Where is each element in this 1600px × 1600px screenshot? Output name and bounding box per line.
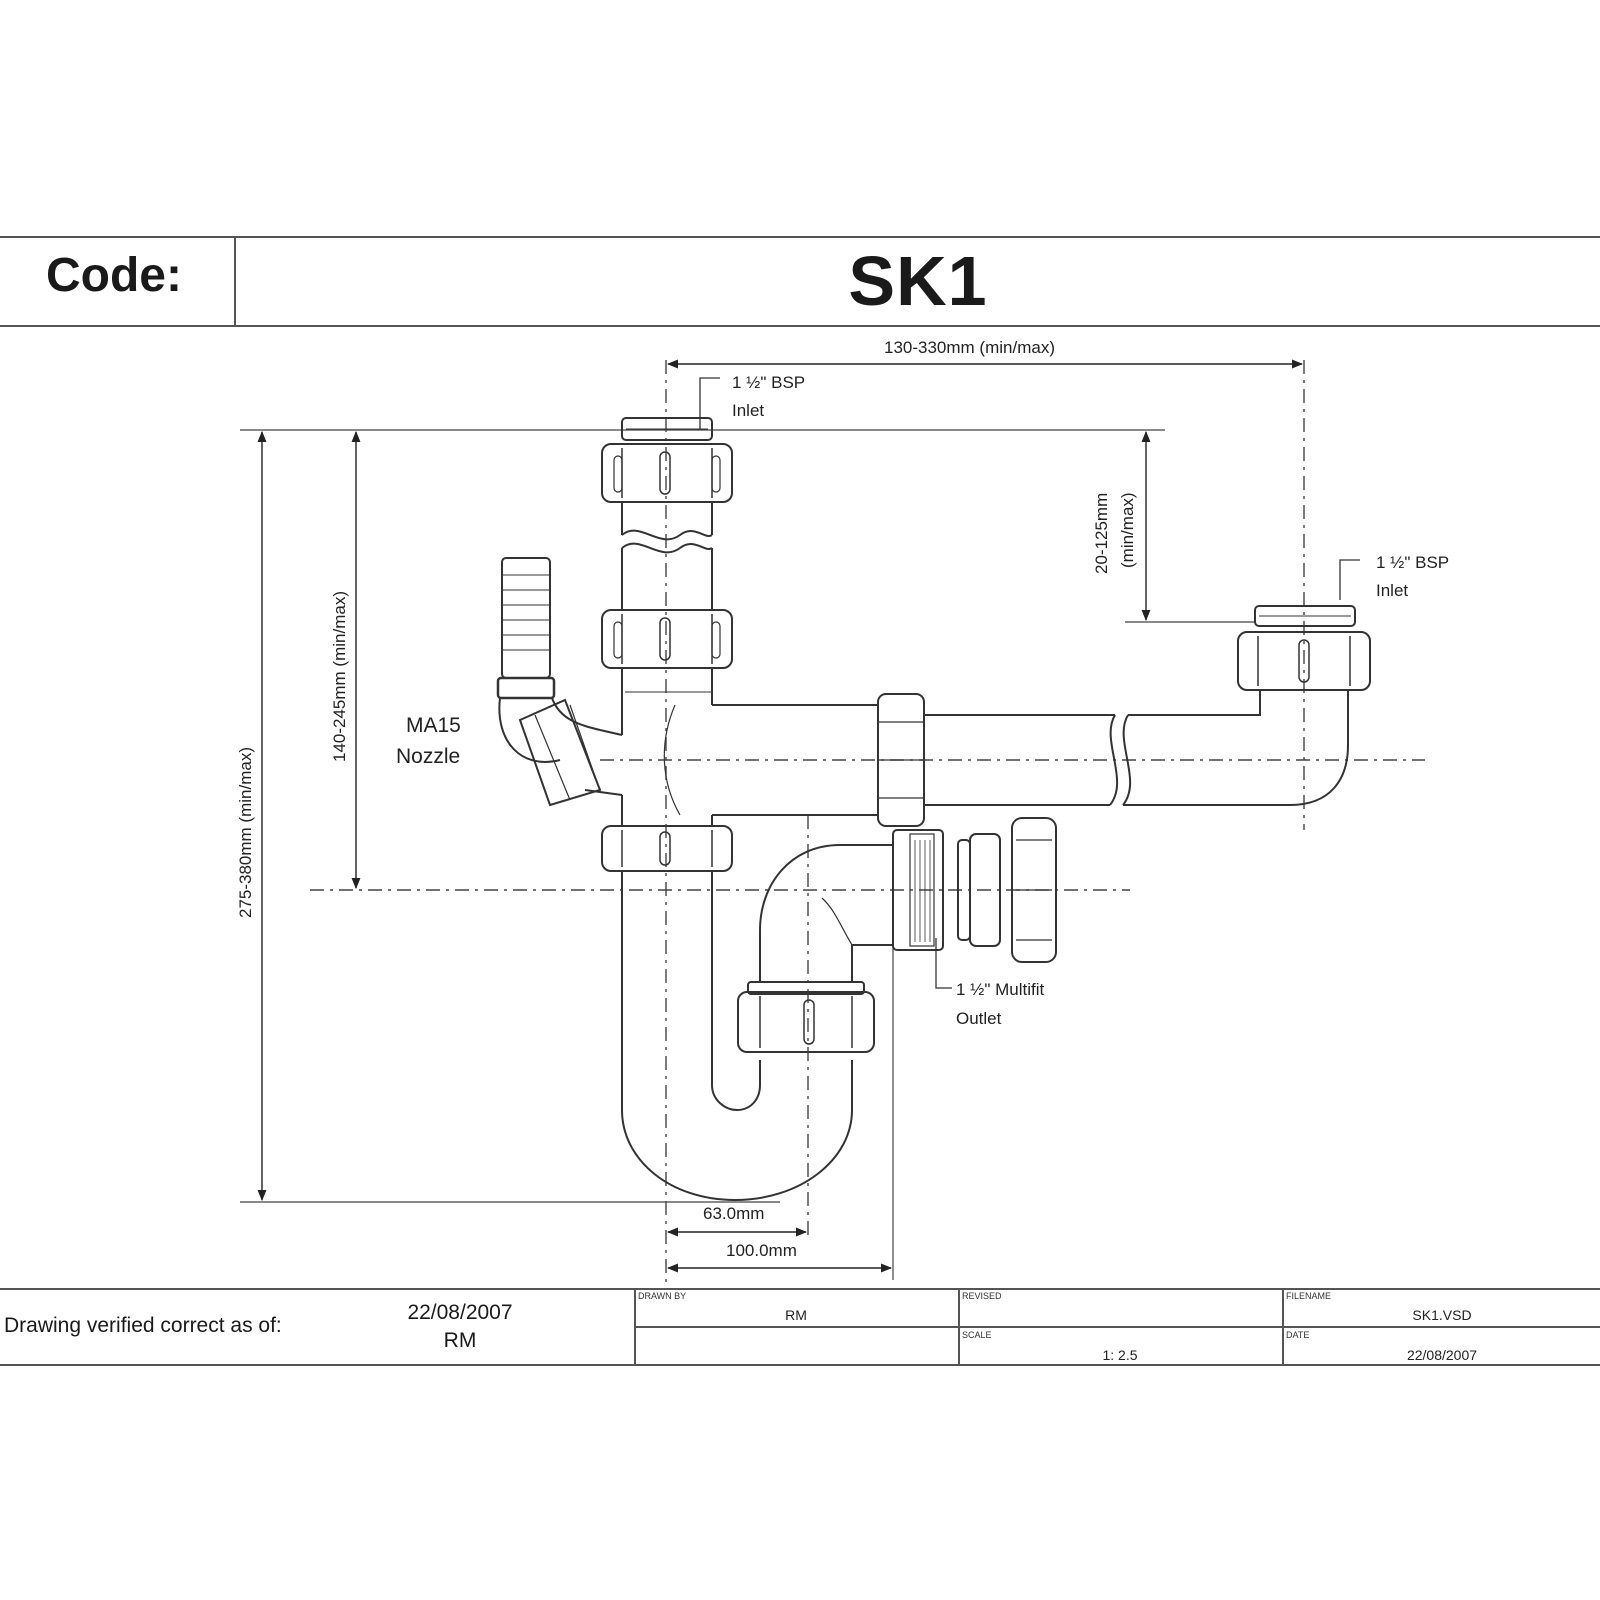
main-inlet-fitting <box>601 417 733 503</box>
revised-label: REVISED <box>962 1291 1002 1301</box>
inlet-outlet-height-dimension: 140-245mm (min/max) <box>330 591 349 762</box>
header-divider <box>234 236 236 326</box>
verified-date-value: 22/08/2007 <box>407 1301 513 1324</box>
code-label: Code: <box>46 249 182 302</box>
dimension-lines <box>257 359 1304 1273</box>
titleblock-top-border <box>0 1288 1600 1290</box>
vertical-tube <box>621 502 713 610</box>
vertical-nut <box>601 609 733 669</box>
titleblock-mid-border <box>634 1326 1600 1328</box>
verified-by-value: RM <box>443 1329 477 1352</box>
nozzle-label-2: Nozzle <box>396 745 461 768</box>
second-inlet-label-2: Inlet <box>1376 581 1409 600</box>
second-inlet-label-1: 1 ½" BSP <box>1376 553 1450 572</box>
drawn-by-label: DRAWN BY <box>638 1291 687 1301</box>
header-top-border <box>0 236 1600 238</box>
header-bottom-border <box>0 325 1600 327</box>
scale-value: 1: 2.5 <box>1102 1347 1138 1363</box>
tee-body <box>621 668 878 826</box>
overall-height-dimension: 275-380mm (min/max) <box>236 747 255 918</box>
drawn-by-value: RM <box>785 1307 807 1323</box>
verified-label: Drawing verified correct as of: <box>4 1314 282 1337</box>
outlet-label-1: 1 ½" Multifit <box>956 980 1045 999</box>
bottom-width-2-dimension: 100.0mm <box>726 1241 797 1260</box>
filename-value: SK1.VSD <box>1412 1307 1472 1323</box>
leader-lines <box>699 377 1360 989</box>
secondary-inlet-height-unit: (min/max) <box>1118 492 1137 568</box>
main-inlet-label-2: Inlet <box>732 401 765 420</box>
centre-lines <box>310 360 1425 1290</box>
horizontal-pipe <box>877 690 1349 827</box>
trap-nut <box>737 981 875 1053</box>
second-inlet-fitting <box>1237 605 1371 691</box>
outlet-label-2: Outlet <box>956 1009 1002 1028</box>
nozzle-branch <box>496 557 623 807</box>
titleblock-bottom-border <box>0 1364 1600 1366</box>
titleblock-divider-3 <box>1282 1288 1284 1364</box>
trap-technical-drawing <box>240 359 1425 1290</box>
verified-date: 22/08/2007 RM <box>380 1299 540 1355</box>
secondary-inlet-height-dimension: 20-125mm <box>1092 492 1111 574</box>
bottom-width-1-dimension: 63.0mm <box>703 1204 765 1223</box>
top-width-dimension: 130-330mm (min/max) <box>884 338 1055 357</box>
multifit-outlet <box>892 817 1057 963</box>
date-value: 22/08/2007 <box>1406 1347 1478 1363</box>
code-value: SK1 <box>848 242 988 320</box>
titleblock-divider-2 <box>958 1288 960 1364</box>
nozzle-label-1: MA15 <box>406 714 461 737</box>
date-label: DATE <box>1286 1330 1310 1340</box>
trap-bowl <box>621 844 893 1202</box>
filename-label: FILENAME <box>1286 1291 1332 1301</box>
lower-vertical-nut <box>601 825 733 872</box>
scale-label: SCALE <box>962 1330 992 1340</box>
main-inlet-label-1: 1 ½" BSP <box>732 373 806 392</box>
titleblock-divider-1 <box>634 1288 636 1364</box>
